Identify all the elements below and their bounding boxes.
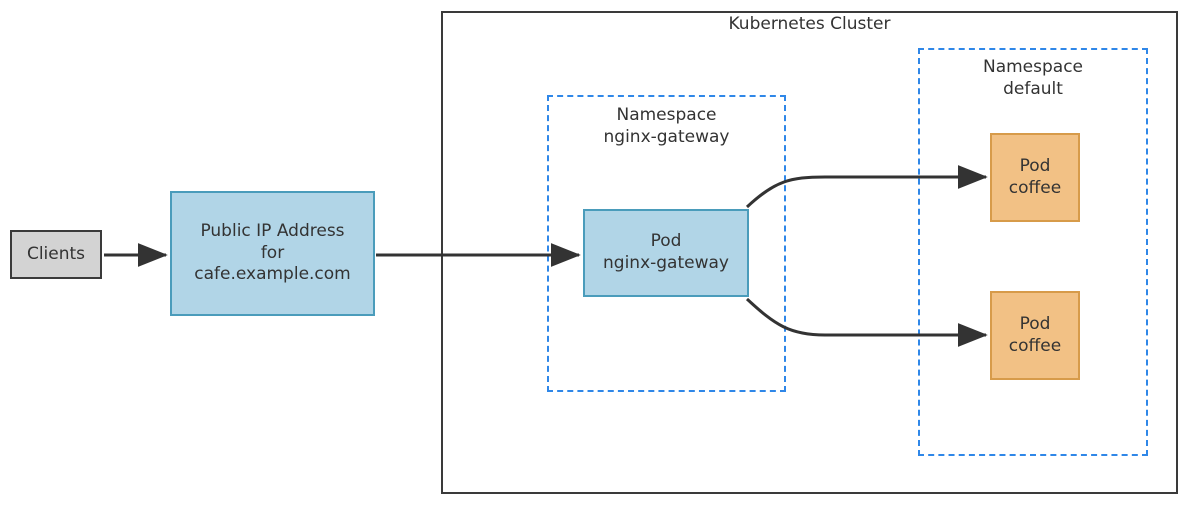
pod-nginx-gateway-node[interactable]: Pod nginx-gateway	[583, 209, 749, 297]
public-ip-address-node[interactable]: Public IP Address for cafe.example.com	[170, 191, 375, 316]
pod-coffee-node-1[interactable]: Pod coffee	[990, 133, 1080, 222]
clients-node[interactable]: Clients	[10, 230, 102, 279]
namespace-default	[918, 48, 1148, 456]
pod-coffee-node-2[interactable]: Pod coffee	[990, 291, 1080, 380]
kubernetes-cluster-title: Kubernetes Cluster	[728, 14, 891, 34]
namespace-default-label: Namespace default	[982, 57, 1084, 100]
namespace-nginx-gateway-label: Namespace nginx-gateway	[603, 105, 730, 148]
kubernetes-cluster-boundary	[441, 11, 1178, 494]
namespace-nginx-gateway	[547, 95, 786, 392]
